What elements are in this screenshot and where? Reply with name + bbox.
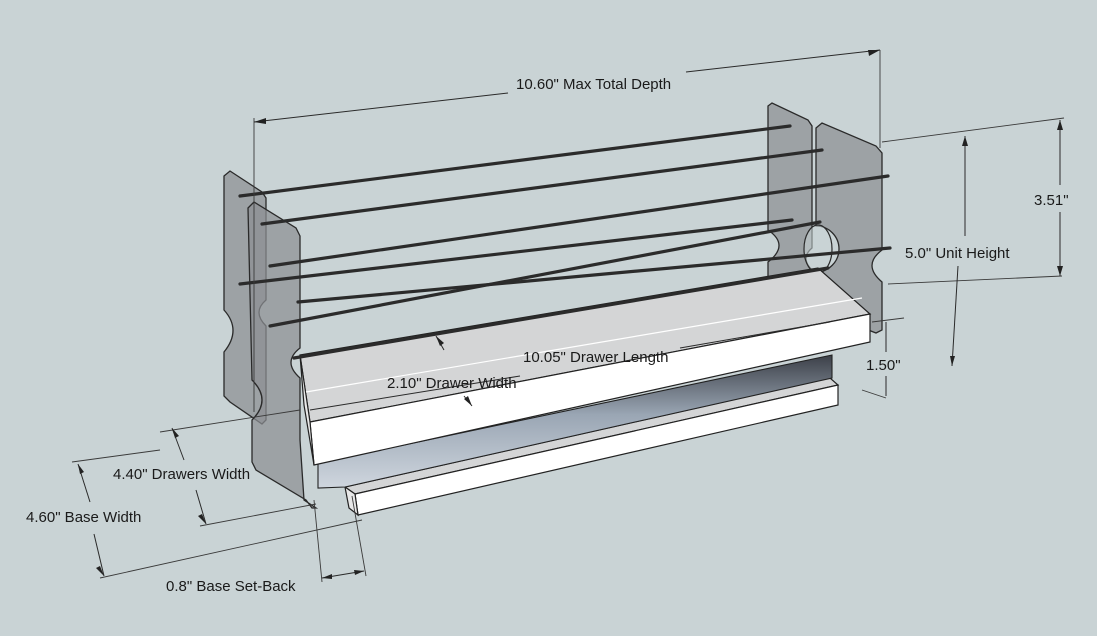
rod — [260, 148, 824, 226]
drawer-width-label: 2.10" Drawer Width — [387, 375, 517, 392]
dimension-labels: 10.60" Max Total Depth 3.51" 5.0" Unit H… — [26, 76, 1069, 595]
drawer-length-label: 10.05" Drawer Length — [523, 349, 668, 366]
base-width-label: 4.60" Base Width — [26, 509, 141, 526]
drawer-board — [299, 267, 872, 466]
max-total-depth-label: 10.60" Max Total Depth — [516, 76, 671, 93]
height-upper-label: 3.51" — [1034, 192, 1069, 209]
height-lower-label: 1.50" — [866, 357, 901, 374]
dimension-lines — [71, 49, 1065, 583]
base-setback-label: 0.8" Base Set-Back — [166, 578, 296, 595]
rod — [268, 174, 890, 268]
rod — [292, 266, 830, 360]
slide-rail — [317, 354, 833, 489]
rod — [238, 124, 792, 198]
unit-height-label: 5.0" Unit Height — [905, 245, 1010, 262]
rod — [268, 220, 822, 328]
rod — [296, 246, 892, 304]
rods — [238, 124, 892, 360]
rod — [238, 218, 794, 286]
drawers-width-label: 4.40" Drawers Width — [113, 466, 250, 483]
